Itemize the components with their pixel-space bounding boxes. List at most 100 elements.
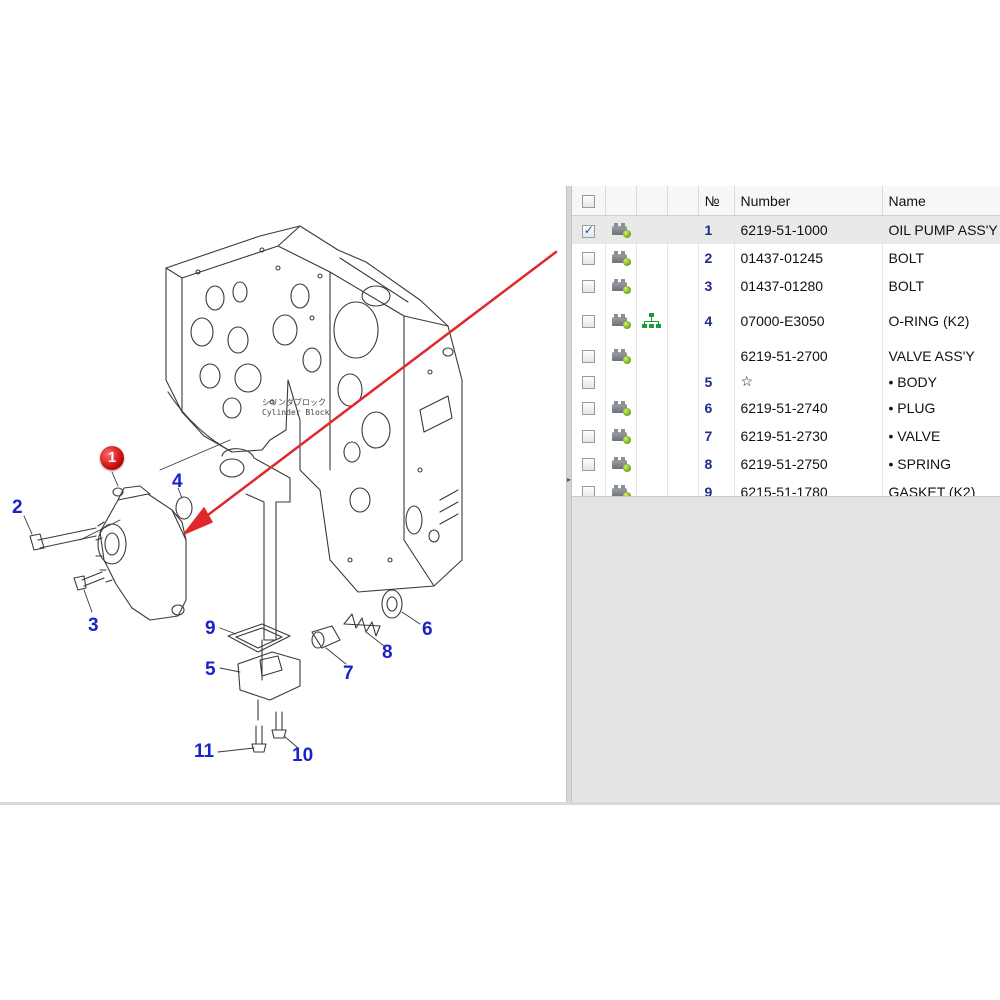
row-checkbox-cell[interactable] — [572, 299, 606, 342]
part-icon[interactable] — [611, 456, 631, 472]
part-icon[interactable] — [611, 400, 631, 416]
row-part-icon-cell[interactable] — [605, 449, 637, 478]
plug-6-drawing — [381, 589, 403, 619]
callout-4[interactable]: 4 — [172, 471, 183, 492]
part-icon[interactable] — [611, 484, 631, 496]
select-all-checkbox[interactable] — [581, 195, 595, 209]
row-tree-icon-cell[interactable] — [636, 449, 668, 478]
row-checkbox-cell[interactable] — [572, 215, 606, 244]
row-part-icon-cell[interactable] — [605, 477, 637, 496]
row-tree-icon-cell[interactable] — [636, 477, 668, 496]
row-part-icon-cell[interactable] — [605, 299, 637, 342]
row-tree-icon-cell[interactable] — [636, 215, 668, 244]
part-icon[interactable] — [611, 223, 631, 239]
row-checkbox-cell[interactable] — [572, 393, 606, 422]
header-number[interactable]: Number — [734, 186, 883, 216]
part-icon[interactable] — [611, 313, 631, 329]
header-name[interactable]: Name — [882, 186, 1000, 216]
row-part-name: GASKET (K2) — [882, 477, 1000, 496]
callout-3[interactable]: 3 — [88, 615, 99, 636]
table-header-row: № Number Name — [572, 186, 1000, 216]
row-tree-icon-cell[interactable] — [636, 299, 668, 342]
row-checkbox-cell[interactable] — [572, 341, 606, 370]
table-row[interactable]: 5☆• BODY — [572, 369, 1000, 394]
callout-9[interactable]: 9 — [205, 618, 216, 639]
row-part-icon-cell[interactable] — [605, 243, 637, 272]
row-tree-icon-cell[interactable] — [636, 369, 668, 394]
row-checkbox[interactable] — [581, 280, 595, 294]
row-part-icon-cell[interactable] — [605, 271, 637, 300]
row-part-name: • SPRING — [882, 449, 1000, 478]
row-checkbox[interactable] — [581, 252, 595, 266]
row-checkbox-cell[interactable] — [572, 369, 606, 394]
row-checkbox-cell[interactable] — [572, 449, 606, 478]
row-part-icon-cell[interactable] — [605, 393, 637, 422]
callout-11[interactable]: 11 — [194, 741, 215, 762]
callout-7[interactable]: 7 — [343, 663, 354, 684]
row-part-icon-cell[interactable] — [605, 421, 637, 450]
row-checkbox[interactable] — [581, 376, 595, 390]
callout-1-highlighted[interactable]: 1 — [100, 446, 124, 470]
row-extra-cell — [667, 243, 699, 272]
callout-8[interactable]: 8 — [382, 642, 393, 663]
row-checkbox-cell[interactable] — [572, 477, 606, 496]
row-checkbox[interactable] — [581, 223, 595, 238]
header-select-all[interactable] — [572, 186, 606, 216]
part-icon[interactable] — [611, 428, 631, 444]
row-no: 6 — [698, 393, 735, 422]
row-part-icon-cell[interactable] — [605, 341, 637, 370]
row-no: 7 — [698, 421, 735, 450]
row-tree-icon-cell[interactable] — [636, 341, 668, 370]
part-icon[interactable] — [611, 348, 631, 364]
callout-10[interactable]: 10 — [292, 745, 314, 766]
row-checkbox[interactable] — [581, 458, 595, 472]
row-extra-cell — [667, 393, 699, 422]
row-checkbox[interactable] — [581, 402, 595, 416]
row-part-icon-cell[interactable] — [605, 215, 637, 244]
pane-splitter[interactable]: ▸ — [566, 186, 572, 802]
row-checkbox[interactable] — [581, 350, 595, 364]
header-no[interactable]: № — [698, 186, 735, 216]
row-checkbox-cell[interactable] — [572, 421, 606, 450]
row-checkbox[interactable] — [581, 486, 595, 496]
row-checkbox[interactable] — [581, 315, 595, 329]
row-checkbox-cell[interactable] — [572, 271, 606, 300]
row-tree-icon-cell[interactable] — [636, 271, 668, 300]
row-checkbox[interactable] — [581, 430, 595, 444]
row-tree-icon-cell[interactable] — [636, 393, 668, 422]
cylinder-block-drawing — [165, 225, 463, 593]
row-part-number: ☆ — [734, 369, 883, 394]
exploded-diagram-pane[interactable]: シリンダブロック Cylinder Block 1 2 3 4 5 6 7 8 … — [0, 0, 566, 802]
part-icon[interactable] — [611, 278, 631, 294]
row-extra-cell — [667, 449, 699, 478]
row-extra-cell — [667, 421, 699, 450]
row-part-number: 6219-51-2740 — [734, 393, 883, 422]
row-part-icon-cell[interactable] — [605, 369, 637, 394]
callout-5[interactable]: 5 — [205, 659, 216, 680]
part-icon[interactable] — [611, 250, 631, 266]
o-ring-drawing — [175, 496, 193, 520]
valve-7-drawing — [311, 625, 341, 649]
row-part-name: • VALVE — [882, 421, 1000, 450]
row-part-number: 01437-01280 — [734, 271, 883, 300]
bottom-divider — [0, 802, 1000, 805]
row-tree-icon-cell[interactable] — [636, 421, 668, 450]
row-checkbox-cell[interactable] — [572, 243, 606, 272]
callout-2[interactable]: 2 — [12, 497, 23, 518]
bolt-2-drawing — [29, 527, 97, 551]
gasket-9-drawing — [227, 623, 291, 653]
row-tree-icon-cell[interactable] — [636, 243, 668, 272]
row-part-number: 6215-51-1780 — [734, 477, 883, 496]
callout-6[interactable]: 6 — [422, 619, 433, 640]
hierarchy-tree-icon[interactable] — [641, 313, 663, 329]
